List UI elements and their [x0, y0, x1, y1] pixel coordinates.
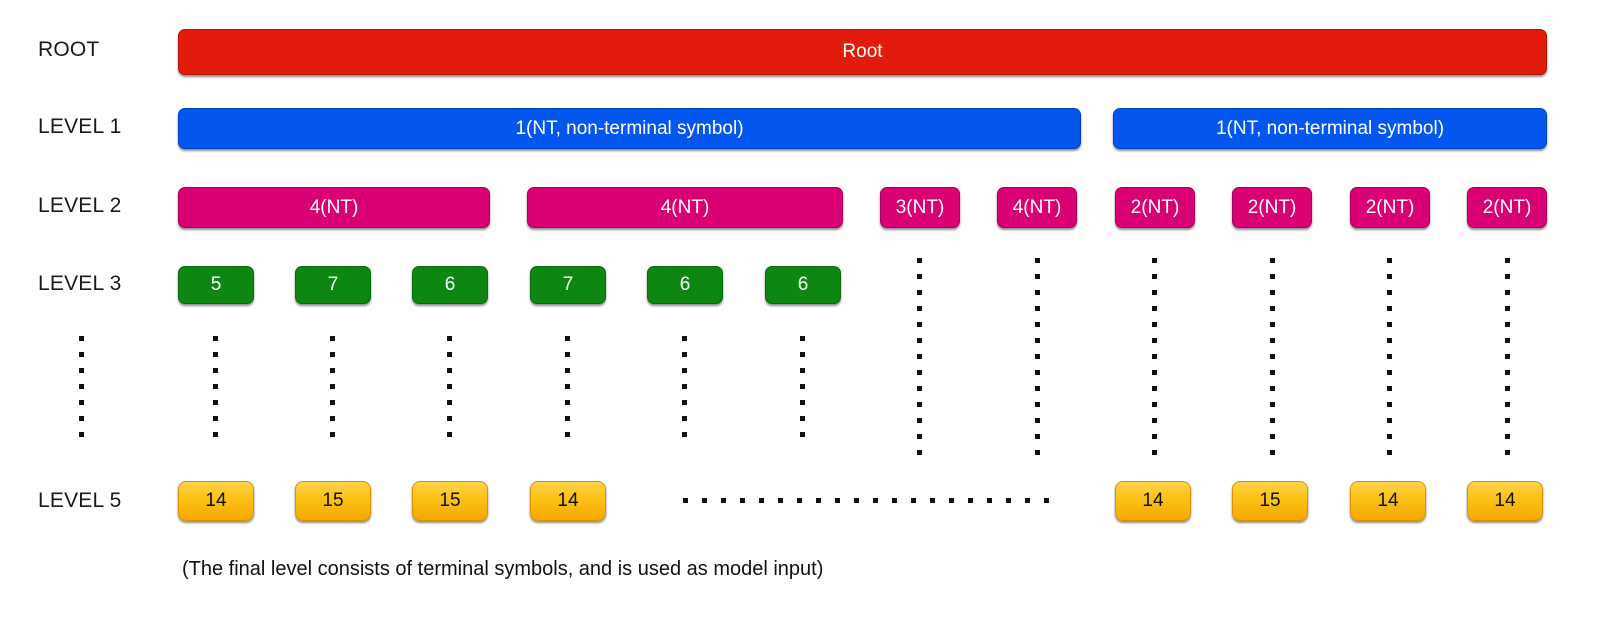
- vertical-dots-level4-row-marker: [79, 336, 84, 448]
- horizontal-dots-level5-ellipsis: [683, 498, 1063, 503]
- node-label: 6: [797, 274, 809, 295]
- node-label: 6: [444, 274, 456, 295]
- node-label: 1(NT, non-terminal symbol): [515, 117, 744, 139]
- node-level2-4: 2(NT): [1115, 187, 1195, 228]
- node-level5-2: 15: [412, 481, 488, 521]
- row-label-level3: LEVEL 3: [38, 272, 122, 295]
- node-level3-4: 6: [647, 266, 723, 304]
- node-level5-4: 14: [1115, 481, 1191, 521]
- node-label: 15: [1259, 490, 1281, 511]
- vertical-dots-col-2nt-c: [1387, 258, 1392, 466]
- vertical-dots-col-2nt-d: [1505, 258, 1510, 466]
- node-level3-1: 7: [295, 266, 371, 304]
- node-label: 6: [679, 274, 691, 295]
- vertical-dots-col-4: [565, 336, 570, 448]
- node-level3-0: 5: [178, 266, 254, 304]
- node-label: 14: [1142, 490, 1164, 511]
- node-label: 2(NT): [1365, 196, 1415, 218]
- node-level5-6: 14: [1350, 481, 1426, 521]
- node-label: 2(NT): [1247, 196, 1297, 218]
- node-level3-2: 6: [412, 266, 488, 304]
- node-level3-5: 6: [765, 266, 841, 304]
- row-label-root: ROOT: [38, 38, 100, 61]
- node-level1-1: 1(NT, non-terminal symbol): [1113, 108, 1547, 149]
- node-label: 15: [439, 490, 461, 511]
- node-label: 7: [562, 274, 574, 295]
- vertical-dots-col-2: [330, 336, 335, 448]
- vertical-dots-col-5: [682, 336, 687, 448]
- node-label: 5: [210, 274, 222, 295]
- vertical-dots-col-4nt: [1035, 258, 1040, 466]
- vertical-dots-col-3nt: [917, 258, 922, 466]
- node-level2-0: 4(NT): [178, 187, 490, 228]
- vertical-dots-col-6: [800, 336, 805, 448]
- node-level5-1: 15: [295, 481, 371, 521]
- node-level3-3: 7: [530, 266, 606, 304]
- vertical-dots-col-1: [213, 336, 218, 448]
- node-level2-5: 2(NT): [1232, 187, 1312, 228]
- node-level2-3: 4(NT): [997, 187, 1077, 228]
- node-label: 4(NT): [660, 196, 710, 218]
- node-level5-5: 15: [1232, 481, 1308, 521]
- node-label: 2(NT): [1130, 196, 1180, 218]
- node-label: 14: [1377, 490, 1399, 511]
- vertical-dots-col-3: [447, 336, 452, 448]
- vertical-dots-col-2nt-a: [1152, 258, 1157, 466]
- vertical-dots-col-2nt-b: [1270, 258, 1275, 466]
- node-level1-0: 1(NT, non-terminal symbol): [178, 108, 1081, 149]
- node-label: 2(NT): [1482, 196, 1532, 218]
- node-level5-3: 14: [530, 481, 606, 521]
- node-label: 1(NT, non-terminal symbol): [1215, 117, 1445, 139]
- row-label-level2: LEVEL 2: [38, 194, 122, 217]
- node-label: 4(NT): [309, 196, 359, 218]
- node-label: 15: [322, 490, 344, 511]
- figure-caption: (The final level consists of terminal sy…: [182, 558, 824, 580]
- node-label: 14: [205, 490, 227, 511]
- node-level2-1: 4(NT): [527, 187, 843, 228]
- node-label: Root: [842, 41, 883, 62]
- node-level2-7: 2(NT): [1467, 187, 1547, 228]
- node-label: 14: [557, 490, 579, 511]
- node-level5-7: 14: [1467, 481, 1543, 521]
- node-level2-2: 3(NT): [880, 187, 960, 228]
- node-label: 7: [327, 274, 339, 295]
- row-label-level5: LEVEL 5: [38, 489, 122, 512]
- node-label: 14: [1494, 490, 1516, 511]
- node-level2-6: 2(NT): [1350, 187, 1430, 228]
- node-level5-0: 14: [178, 481, 254, 521]
- node-label: 4(NT): [1012, 196, 1062, 218]
- node-label: 3(NT): [895, 196, 945, 218]
- node-root-0: Root: [178, 29, 1547, 75]
- row-label-level1: LEVEL 1: [38, 115, 122, 138]
